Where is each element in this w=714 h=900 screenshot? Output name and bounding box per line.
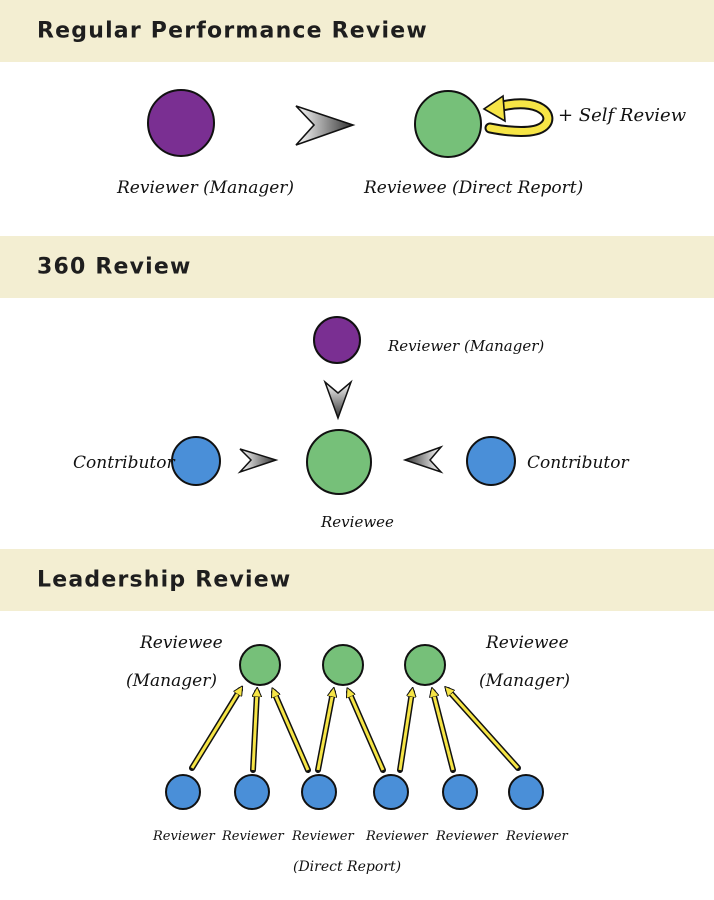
reviewee-label-360: Reviewee [320,513,394,531]
dart-arrow-icon [295,105,356,146]
self-review-label: + Self Review [558,105,687,126]
reviewee-manager-node-1 [239,644,281,686]
contributor-right-node [466,436,516,486]
header-regular-review: Regular Performance Review [0,0,714,62]
reviewer-manager-label: Reviewer (Manager) [116,178,294,198]
reviewer-label-1: Reviewer [152,829,215,844]
direct-report-label: (Direct Report) [293,859,401,875]
reviewer-node-3 [301,774,337,810]
reviewee-manager-node-3 [404,644,446,686]
reviewer-node-1 [165,774,201,810]
self-review-loop-arrow-icon [482,94,554,137]
dart-arrow-right-icon [237,448,279,474]
reviewer-label-2: Reviewer [221,829,284,844]
manager-right-label: (Manager) [479,671,570,691]
header-leadership-review: Leadership Review [0,549,714,611]
reviewer-manager-node [147,89,215,157]
reviewee-node-360 [306,429,372,495]
reviewer-node-5 [442,774,478,810]
reviewer-node-6 [508,774,544,810]
header-360-review: 360 Review [0,236,714,298]
reviewee-direct-report-node [414,90,482,158]
section-title-leadership: Leadership Review [37,567,292,593]
reviewer-label-4: Reviewer [365,829,428,844]
reviewer-manager-node-360 [313,316,361,364]
dart-arrow-left-icon [402,445,444,474]
manager-left-label: (Manager) [126,671,217,691]
reviewer-node-2 [234,774,270,810]
yellow-arrows [189,690,521,773]
reviewer-label-6: Reviewer [505,829,568,844]
contributor-left-node [171,436,221,486]
contributor-right-label: Contributor [527,453,629,473]
reviewer-label-5: Reviewer [435,829,498,844]
section-title-regular: Regular Performance Review [37,18,428,44]
reviewee-left-label: Reviewee [139,633,223,653]
reviewee-right-label: Reviewee [485,633,569,653]
section-title-360: 360 Review [37,254,192,280]
reviewer-manager-label-360: Reviewer (Manager) [387,337,544,355]
dart-arrow-down-icon [323,379,353,421]
reviewee-manager-node-2 [322,644,364,686]
reviewer-label-3: Reviewer [291,829,354,844]
reviewer-node-4 [373,774,409,810]
contributor-left-label: Contributor [73,453,175,473]
reviewee-direct-report-label: Reviewee (Direct Report) [363,178,583,198]
